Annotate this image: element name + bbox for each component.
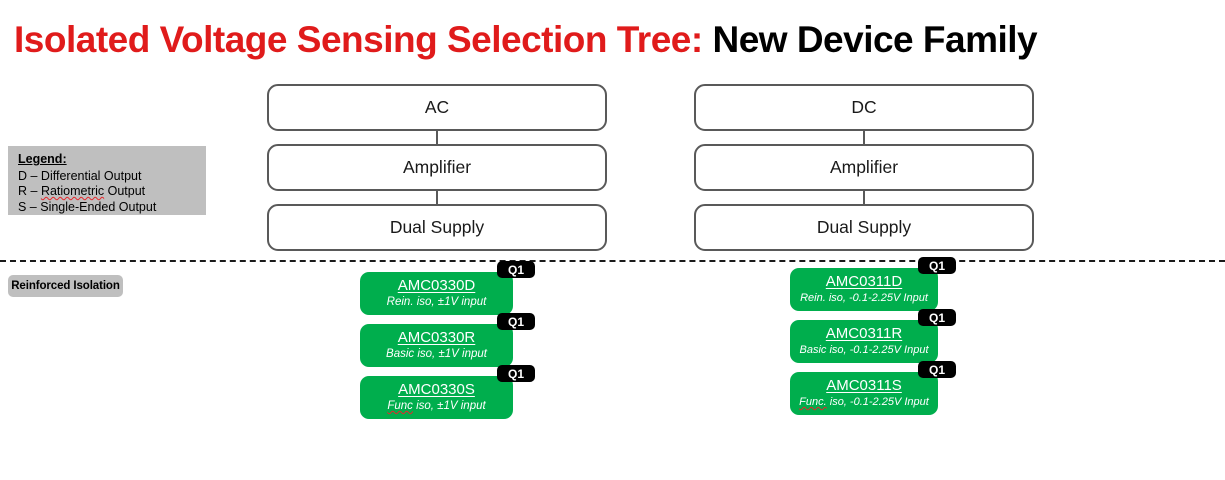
node-dc-amplifier[interactable]: Amplifier: [694, 144, 1034, 191]
product-card-amc0330d[interactable]: Q1 AMC0330D Rein. iso, ±1V input: [360, 261, 535, 315]
product-description: Basic iso, -0.1-2.25V Input: [796, 343, 932, 358]
product-card-amc0311s[interactable]: Q1 AMC0311S Func. iso, -0.1-2.25V Input: [790, 361, 956, 415]
legend-item-ratiometric-word: Ratiometric: [40, 184, 105, 198]
q1-qualification-badge: Q1: [918, 309, 956, 326]
product-description-rest: iso, -0.1-2.25V Input: [826, 396, 929, 408]
connector-dc-2: [863, 191, 865, 204]
product-card-amc0311r[interactable]: Q1 AMC0311R Basic iso, -0.1-2.25V Input: [790, 309, 956, 363]
legend-item-differential: D – Differential Output: [18, 169, 206, 185]
page-title-black: New Device Family: [702, 19, 1038, 60]
legend-item-ratiometric-prefix: R –: [18, 184, 41, 198]
product-name[interactable]: AMC0330R: [397, 329, 476, 346]
product-description: Rein. iso, ±1V input: [366, 295, 507, 310]
legend-item-single-ended: S – Single-Ended Output: [18, 200, 206, 216]
product-card-amc0330s[interactable]: Q1 AMC0330S Func iso, ±1V input: [360, 365, 535, 419]
product-description: Func. iso, -0.1-2.25V Input: [796, 395, 932, 410]
node-ac-amplifier[interactable]: Amplifier: [267, 144, 607, 191]
product-description-spell: Func: [387, 400, 413, 412]
product-description: Basic iso, ±1V input: [366, 347, 507, 362]
product-description-rest: iso, ±1V input: [412, 400, 486, 412]
node-ac-dual-supply[interactable]: Dual Supply: [267, 204, 607, 251]
product-description-rest: Basic iso, ±1V input: [386, 348, 487, 360]
product-description: Func iso, ±1V input: [366, 399, 507, 414]
q1-qualification-badge: Q1: [497, 261, 535, 278]
product-name[interactable]: AMC0311D: [825, 273, 903, 290]
node-dc-source[interactable]: DC: [694, 84, 1034, 131]
connector-dc-1: [863, 131, 865, 144]
legend-item-differential-label: D – Differential Output: [18, 168, 142, 183]
q1-qualification-badge: Q1: [497, 313, 535, 330]
product-description-rest: Rein. iso, -0.1-2.25V Input: [800, 292, 928, 304]
product-list-dc: Q1 AMC0311D Rein. iso, -0.1-2.25V Input …: [790, 257, 956, 424]
flow-column-dc: DC Amplifier Dual Supply: [694, 84, 1034, 251]
reinforced-isolation-label: Reinforced Isolation: [8, 275, 123, 297]
product-description-rest: Rein. iso, ±1V input: [386, 296, 487, 308]
connector-ac-1: [436, 131, 438, 144]
legend-item-single-ended-label: S – Single-Ended Output: [18, 199, 157, 214]
q1-qualification-badge: Q1: [918, 361, 956, 378]
q1-qualification-badge: Q1: [497, 365, 535, 382]
product-card-amc0330r[interactable]: Q1 AMC0330R Basic iso, ±1V input: [360, 313, 535, 367]
product-description-rest: Basic iso, -0.1-2.25V Input: [799, 344, 929, 356]
q1-qualification-badge: Q1: [918, 257, 956, 274]
connector-ac-2: [436, 191, 438, 204]
page-title-red: Isolated Voltage Sensing Selection Tree:: [14, 19, 703, 60]
flow-column-ac: AC Amplifier Dual Supply: [267, 84, 607, 251]
page-title: Isolated Voltage Sensing Selection Tree:…: [14, 16, 1214, 64]
product-description: Rein. iso, -0.1-2.25V Input: [796, 291, 932, 306]
product-name[interactable]: AMC0311S: [826, 377, 902, 394]
product-name[interactable]: AMC0311R: [825, 325, 903, 342]
legend-item-ratiometric-suffix: Output: [104, 184, 146, 198]
legend-heading: Legend:: [18, 152, 67, 166]
legend-item-ratiometric: R – Ratiometric Output: [18, 184, 206, 200]
product-name[interactable]: AMC0330S: [398, 381, 475, 398]
product-card-amc0311d[interactable]: Q1 AMC0311D Rein. iso, -0.1-2.25V Input: [790, 257, 956, 311]
product-name[interactable]: AMC0330D: [397, 277, 476, 294]
product-description-spell: Func.: [799, 396, 827, 408]
legend-box: Legend: D – Differential Output R – Rati…: [8, 146, 206, 215]
product-list-ac: Q1 AMC0330D Rein. iso, ±1V input Q1 AMC0…: [360, 261, 535, 428]
node-dc-dual-supply[interactable]: Dual Supply: [694, 204, 1034, 251]
isolation-divider-line: [0, 260, 1225, 262]
node-ac-source[interactable]: AC: [267, 84, 607, 131]
